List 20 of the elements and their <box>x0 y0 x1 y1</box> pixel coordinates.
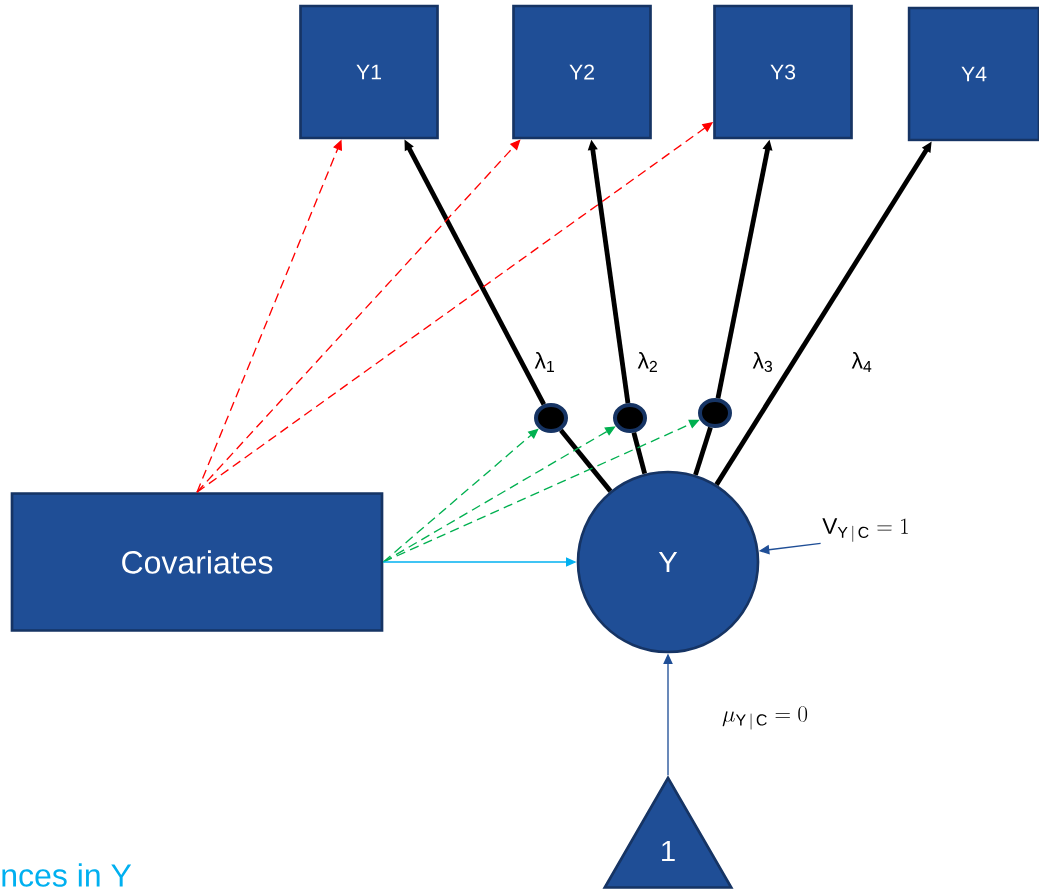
moderation-dot <box>613 403 647 433</box>
edge-label: λ$_{3}$ <box>752 352 773 372</box>
path-arrow <box>382 428 539 563</box>
caption-text: nces in Y <box>2 863 132 887</box>
edge-label: $\mu_{\mathrm{Y}\,|\,\mathrm{C}} = 0$ <box>722 706 808 730</box>
path-line <box>631 432 648 475</box>
path-line <box>693 426 713 476</box>
moderation-dot <box>534 403 568 433</box>
variable-box: Y4 <box>907 6 1039 142</box>
path-arrow <box>196 139 521 493</box>
variance-label: $\mathrm{V}_{\mathrm{Y}\,|\,\mathrm{C}} = 1$ <box>822 518 908 542</box>
variable-box: Y1 <box>299 4 439 140</box>
edge-label: λ$_{4}$ <box>851 352 872 372</box>
edge-label: λ$_{1}$ <box>534 352 554 372</box>
variable-box: Y3 <box>713 4 853 140</box>
variable-box: Y2 <box>512 4 652 140</box>
edge-label: λ$_{2}$ <box>637 352 657 372</box>
variable-box: Covariates <box>10 492 384 632</box>
path-line <box>559 428 613 493</box>
moderation-dot <box>698 398 732 428</box>
